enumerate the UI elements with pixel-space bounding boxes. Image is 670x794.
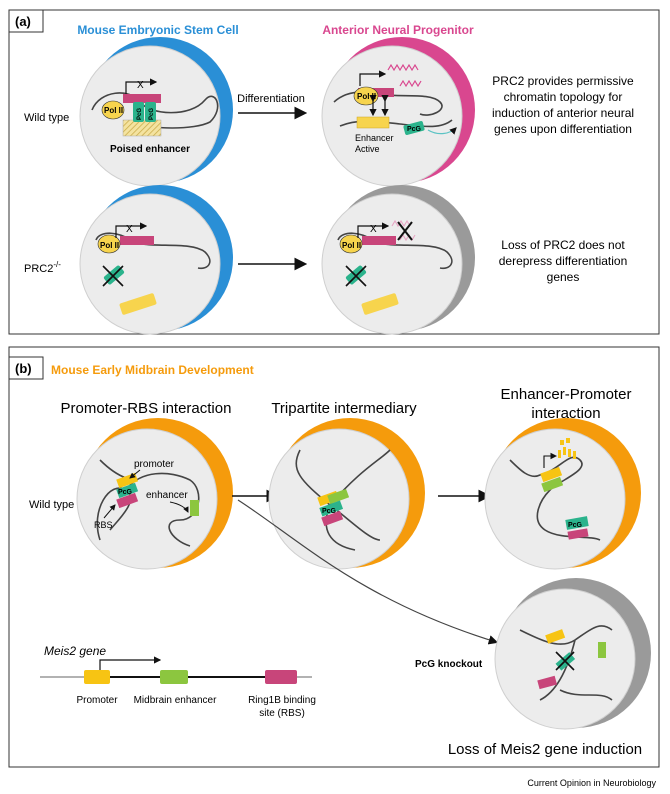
panel-a-tag-box <box>8 9 44 33</box>
cell-esc-wildtype <box>79 37 233 187</box>
stage2-pcg: PcG <box>322 508 337 515</box>
panel-b-tag-box <box>8 356 44 380</box>
column-title-anp: Anterior Neural Progenitor <box>322 23 474 37</box>
cell-stage1 <box>76 418 233 570</box>
panel-b-title: Mouse Early Midbrain Development <box>51 363 254 377</box>
cell-stage2 <box>268 418 425 570</box>
note-wildtype: PRC2 provides permissive chromatin topol… <box>492 74 634 136</box>
cell-stage3 <box>484 418 641 570</box>
panel-a-tag: (a) <box>15 14 31 29</box>
esc-wt-x-mark: X <box>137 80 144 91</box>
gene-enhancer-label: Midbrain enhancer <box>134 695 217 706</box>
poised-enhancer-label: Poised enhancer <box>110 144 190 155</box>
differentiation-label: Differentiation <box>237 93 305 105</box>
cell-anp-prc2-ko <box>321 185 475 335</box>
note-wt-line-3: induction of anterior neural <box>492 106 634 120</box>
stage2-title: Tripartite intermediary <box>271 400 417 417</box>
gene-rbs-label-1: Ring1B binding <box>248 695 316 706</box>
active-label: Active <box>355 144 380 154</box>
panel-b-tag: (b) <box>15 361 32 376</box>
gene-diagram <box>40 656 312 684</box>
note-wt-line-2: chromatin topology for <box>504 90 623 104</box>
stage3-pcg: PcG <box>568 522 583 529</box>
row-label-wildtype-b: Wild type <box>29 499 74 511</box>
anp-ko-polII-label: Pol II <box>342 241 361 250</box>
note-wt-line-4: genes upon differentiation <box>494 122 632 136</box>
loss-label: Loss of Meis2 gene induction <box>448 741 642 758</box>
note-wt-line-1: PRC2 provides permissive <box>492 74 634 88</box>
esc-wt-polII-label: Pol II <box>104 106 123 115</box>
esc-wt-pcg-1: PcG <box>137 108 143 120</box>
anp-wt-polII-label: Pol II <box>357 92 376 101</box>
note-ko-line-2: derepress differentiation <box>499 254 628 268</box>
note-knockout: Loss of PRC2 does not derepress differen… <box>499 238 628 284</box>
row-label-wildtype-a: Wild type <box>24 112 69 124</box>
rbs-label: RBS <box>94 520 113 530</box>
stage3-title-1: Enhancer-Promoter <box>501 386 632 403</box>
anp-ko-x-mark: X <box>370 224 377 235</box>
stage1-pcg: PcG <box>118 489 133 496</box>
esc-ko-polII-label: Pol II <box>100 241 119 250</box>
esc-ko-x-mark: X <box>126 224 133 235</box>
esc-wt-pcg-2: PcG <box>149 108 155 120</box>
gene-promoter-label: Promoter <box>76 695 118 706</box>
arrow-to-knockout <box>237 499 499 645</box>
note-ko-line-3: genes <box>547 270 580 284</box>
column-title-esc: Mouse Embryonic Stem Cell <box>77 23 238 37</box>
stage1-title: Promoter-RBS interaction <box>61 400 232 417</box>
gene-title: Meis2 gene <box>44 644 106 658</box>
prc2-label-sup: -/- <box>53 260 61 269</box>
enhancer-label-b: enhancer <box>146 490 188 501</box>
cell-esc-prc2-ko <box>79 185 233 335</box>
panel-a-frame <box>8 9 660 335</box>
prc2-label-text: PRC2 <box>24 263 53 275</box>
cell-anp-wildtype <box>321 37 475 187</box>
knockout-label: PcG knockout <box>415 659 483 670</box>
enhancer-label: Enhancer <box>355 133 394 143</box>
note-ko-line-1: Loss of PRC2 does not <box>501 238 625 252</box>
anp-wt-pcg-label: PcG <box>407 126 422 133</box>
promoter-label: promoter <box>134 459 175 470</box>
panel-b-frame <box>8 346 660 768</box>
stage3-title-2: interaction <box>531 405 600 422</box>
footer-credit: Current Opinion in Neurobiology <box>527 778 656 788</box>
row-label-prc2: PRC2-/- <box>24 260 61 275</box>
cell-knockout <box>494 578 651 730</box>
gene-rbs-label-2: site (RBS) <box>259 708 305 719</box>
